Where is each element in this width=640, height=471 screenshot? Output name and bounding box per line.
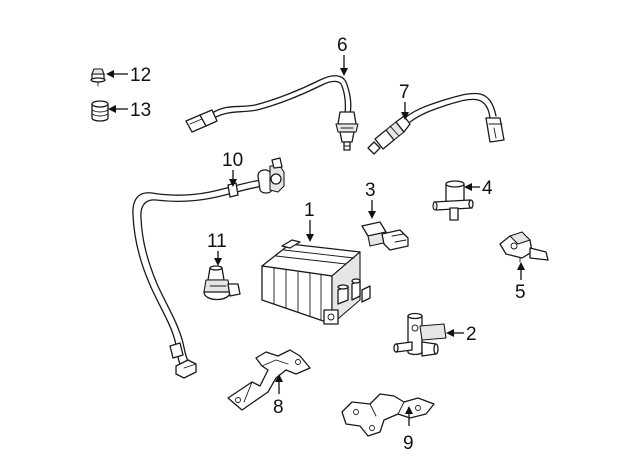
callout-label: 13 bbox=[130, 100, 151, 121]
callout-label: 9 bbox=[403, 433, 414, 454]
callout-2: 2 bbox=[446, 324, 477, 345]
callout-8: 8 bbox=[273, 374, 284, 418]
bolt-icon bbox=[90, 68, 106, 87]
callout-7: 7 bbox=[399, 82, 410, 120]
callout-label: 10 bbox=[222, 150, 243, 171]
callout-label: 3 bbox=[365, 180, 376, 201]
callout-label: 2 bbox=[466, 324, 477, 345]
bracket-sensor-icon bbox=[499, 231, 549, 263]
callout-13: 13 bbox=[108, 100, 151, 121]
callout-label: 6 bbox=[337, 35, 348, 56]
tee-fitting-icon bbox=[432, 180, 474, 221]
callout-6: 6 bbox=[337, 35, 348, 76]
vapor-canister-icon bbox=[261, 239, 371, 325]
callout-label: 12 bbox=[130, 65, 151, 86]
callout-10: 10 bbox=[222, 150, 243, 187]
callout-label: 7 bbox=[399, 82, 410, 103]
mounting-bracket-icon bbox=[227, 349, 311, 411]
oxygen-sensor-icon bbox=[367, 92, 505, 155]
callout-5: 5 bbox=[515, 262, 526, 303]
callout-12: 12 bbox=[106, 65, 151, 86]
callout-11: 11 bbox=[207, 231, 227, 266]
callout-label: 11 bbox=[207, 231, 227, 252]
pressure-sensor-icon bbox=[361, 221, 409, 251]
grommet-icon bbox=[91, 100, 109, 122]
vacuum-hose-icon bbox=[132, 157, 285, 379]
check-valve-icon bbox=[203, 265, 241, 301]
callout-label: 5 bbox=[515, 282, 526, 303]
callout-label: 1 bbox=[304, 200, 315, 221]
callout-label: 8 bbox=[273, 397, 284, 418]
callout-9: 9 bbox=[403, 406, 414, 454]
callout-4: 4 bbox=[464, 178, 493, 199]
mounting-bracket-icon bbox=[341, 393, 435, 437]
callout-3: 3 bbox=[365, 180, 376, 219]
purge-valve-icon bbox=[393, 312, 447, 357]
callout-label: 4 bbox=[482, 178, 493, 199]
oxygen-sensor-icon bbox=[185, 75, 359, 151]
callout-1: 1 bbox=[304, 200, 315, 242]
